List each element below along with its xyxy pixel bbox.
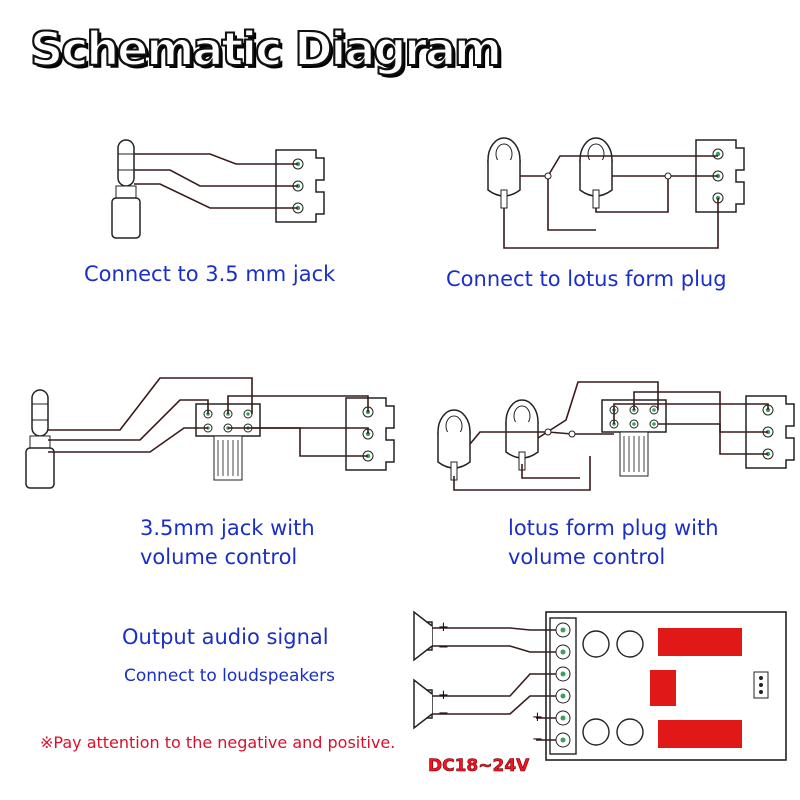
lotus-wiring — [487, 137, 745, 249]
board-pad — [650, 670, 676, 706]
power-supply-label: DC18~24V — [428, 756, 530, 777]
speaker-plus-sign: + — [438, 620, 449, 635]
caption-jack-volume-line1: 3.5mm jack with — [140, 516, 315, 540]
speaker-minus-sign: − — [438, 706, 449, 721]
board-pad — [658, 720, 742, 748]
caption-lotus-volume-line2: volume control — [508, 545, 666, 569]
speaker-minus-sign: − — [438, 640, 449, 655]
jack-wiring — [111, 139, 325, 239]
polarity-warning: ※Pay attention to the negative and posit… — [40, 733, 396, 752]
speaker-plus-sign: + — [438, 688, 449, 703]
jack-volume-wiring — [25, 377, 395, 489]
power-minus-sign: − — [532, 732, 543, 747]
caption-output: Output audio signal — [122, 625, 329, 649]
caption-loudspeakers: Connect to loudspeakers — [124, 666, 335, 686]
lotus-volume-wiring — [437, 381, 795, 491]
caption-lotus: Connect to lotus form plug — [446, 267, 727, 291]
caption-jack: Connect to 3.5 mm jack — [84, 262, 336, 286]
caption-lotus-volume-line1: lotus form plug with — [508, 516, 719, 540]
page-title: Schematic Diagram — [29, 21, 503, 77]
board-pad — [658, 628, 742, 656]
speaker-wiring — [413, 611, 556, 741]
power-plus-sign: + — [532, 710, 543, 725]
caption-jack-volume-line2: volume control — [140, 545, 298, 569]
amplifier-board — [545, 611, 787, 761]
